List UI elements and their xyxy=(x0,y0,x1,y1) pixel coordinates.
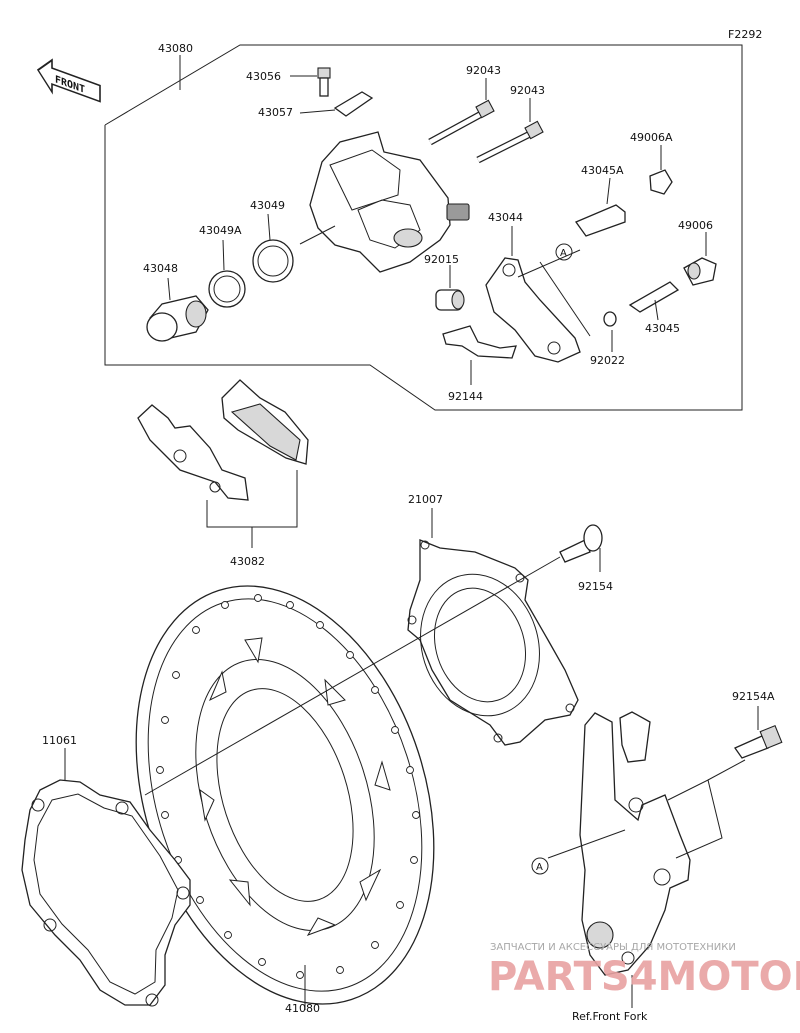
abs-sensor-rotor xyxy=(407,508,579,746)
bleeder-cap xyxy=(299,91,374,117)
pads-bracket-line xyxy=(206,470,298,548)
gasket xyxy=(21,748,191,1007)
watermark-line1: ЗАПЧАСТИ И АКСЕССУАРЫ ДЛЯ МОТОТЕХНИКИ xyxy=(490,942,736,953)
label-caliper-bolt: 92154A xyxy=(732,690,775,703)
label-piston: 43048 xyxy=(143,262,178,275)
bracket-pin-a xyxy=(575,177,626,237)
slide-pin-lower xyxy=(476,98,544,164)
disc-cutouts xyxy=(199,637,391,936)
label-pads: 43082 xyxy=(230,555,265,568)
label-collar: 92015 xyxy=(424,253,459,266)
label-bracket: 43044 xyxy=(488,211,523,224)
label-bleeder-cap: 43057 xyxy=(258,106,293,119)
piston-seal xyxy=(252,239,294,283)
front-arrow-icon: FRONT xyxy=(36,58,101,103)
label-seal-a: 43049A xyxy=(199,224,242,237)
label-seal: 43049 xyxy=(250,199,285,212)
watermark-line2: PARTS4MOTOR.RU xyxy=(488,954,800,1000)
front-fork xyxy=(531,711,746,1008)
label-disc: 41080 xyxy=(285,1002,320,1015)
brake-disc xyxy=(135,585,435,1010)
label-sensor-rotor: 21007 xyxy=(408,493,443,506)
label-boot: 49006 xyxy=(678,219,713,232)
label-bleeder: 43056 xyxy=(246,70,281,83)
label-fork-ref: Ref.Front Fork xyxy=(572,1010,648,1023)
label-ring: 92022 xyxy=(590,354,625,367)
caliper-piston xyxy=(146,295,209,342)
label-rotor-bolt: 92154 xyxy=(578,580,613,593)
slide-pin-upper xyxy=(428,78,495,146)
label-assembly: 43080 xyxy=(158,42,193,55)
pad-spring xyxy=(442,325,517,385)
rotor-bolt xyxy=(144,524,603,796)
caliper-assembly-frame xyxy=(104,44,743,411)
label-spring: 92144 xyxy=(448,390,483,403)
label-pin-b: 43045 xyxy=(645,322,680,335)
disc-holes xyxy=(156,594,420,979)
label-pin-a: 43045A xyxy=(581,164,624,177)
pin-boot xyxy=(683,232,717,286)
caliper-bracket xyxy=(485,226,591,363)
brake-pad-right xyxy=(221,379,309,465)
retaining-ring xyxy=(603,311,617,352)
dust-seal xyxy=(208,270,246,308)
brake-pad-left xyxy=(137,404,249,501)
bleeder-valve xyxy=(290,67,331,97)
callout-a-lower: A xyxy=(536,862,543,873)
label-pin-upper: 92043 xyxy=(466,64,501,77)
caliper-body xyxy=(299,131,470,273)
pin-boot-a xyxy=(649,145,673,195)
bracket-pin xyxy=(628,281,680,321)
label-boot-a: 49006A xyxy=(630,131,673,144)
collar xyxy=(435,265,465,311)
figure-code: F2292 xyxy=(728,28,762,41)
caliper-bolt xyxy=(734,706,783,759)
callout-a-upper: A xyxy=(560,248,567,259)
label-gasket: 11061 xyxy=(42,734,77,747)
label-pin-lower: 92043 xyxy=(510,84,545,97)
